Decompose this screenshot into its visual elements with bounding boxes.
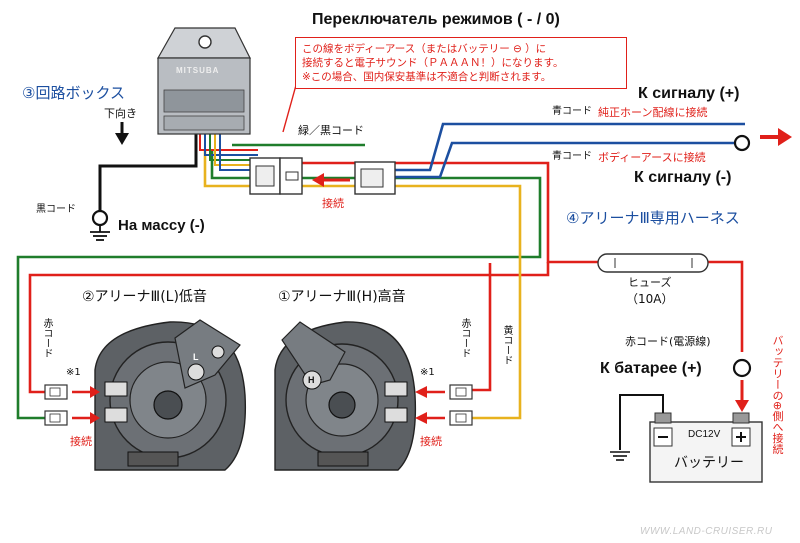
watermark: WWW.LAND-CRUISER.RU <box>640 526 773 537</box>
blue-cord-label-2: 青コード <box>552 151 592 162</box>
high-horn-terminal-top <box>449 384 473 400</box>
low-horn-note: ※1 <box>66 367 81 378</box>
battery <box>649 412 763 483</box>
low-horn <box>94 319 247 471</box>
low-horn-terminal-bottom <box>44 410 68 426</box>
body-earth-label: ボディーアースに接続 <box>598 151 706 164</box>
to-battery-label: К батарее (+) <box>600 360 702 377</box>
battery-name-label: バッテリー <box>674 455 744 471</box>
high-horn-label: ①アリーナⅢ(H)高音 <box>278 289 406 305</box>
low-horn-terminal-top <box>44 384 68 400</box>
harness-connector-female <box>249 157 303 195</box>
high-horn-connect-arrows <box>415 386 445 424</box>
blue-wire-signal-plus <box>395 122 745 172</box>
battery-arrow <box>735 380 749 412</box>
fuse-rating-label: （10A） <box>626 292 674 306</box>
black-cord-label: 黒コード <box>36 204 76 215</box>
fuse-label: ヒューズ <box>628 276 672 289</box>
fuse-holder <box>597 253 709 273</box>
high-horn-terminal-bottom <box>449 410 473 426</box>
signal-plus-label: К сигналу (+) <box>638 85 740 102</box>
output-arrow <box>760 128 792 146</box>
ground-eyelet <box>91 209 109 227</box>
green-wire <box>16 150 542 420</box>
connect-arrow <box>312 173 350 187</box>
battery-ground-icon <box>610 451 630 461</box>
red-wire-high-horn <box>472 263 492 392</box>
high-horn <box>274 321 417 471</box>
high-horn-red-cord-label: 赤コード <box>459 318 470 358</box>
battery-red-cord-label: 赤コード(電源線) <box>625 335 711 348</box>
note-line-3: ※この場合、国内保安基準は不適合と判断されます。 <box>302 71 552 83</box>
down-arrow-icon <box>115 122 129 145</box>
green-black-cord-label: 緑／黒コード <box>298 124 364 137</box>
low-horn-label: ②アリーナⅢ(L)低音 <box>82 289 207 305</box>
high-horn-connect-label: 接続 <box>420 435 442 448</box>
yellow-wire <box>203 150 522 420</box>
ground-label: На массу (-) <box>118 217 205 234</box>
low-horn-connect-arrows <box>72 386 100 424</box>
red-wire-main <box>260 161 600 264</box>
circuit-box <box>156 27 251 135</box>
blue-wire-signal-minus <box>395 141 735 179</box>
note-line-1: この線をボディーアース（またはバッテリー ⊖ ）に <box>302 43 547 55</box>
battery-ground-wire <box>619 394 664 450</box>
brand-label: MITSUBA <box>176 66 220 75</box>
black-ground-wire <box>98 132 198 212</box>
harness-label: ④アリーナⅢ専用ハーネス <box>566 209 740 227</box>
battery-terminal-eyelet <box>732 358 752 378</box>
signal-plus-terminal <box>733 134 751 152</box>
battery-dc-label: DC12V <box>688 429 721 440</box>
red-wire-low-horn <box>28 262 550 394</box>
low-horn-mark: L <box>193 352 199 362</box>
circuit-box-label: ③回路ボックス <box>22 84 125 102</box>
ground-icon <box>90 225 110 241</box>
direction-label: 下向き <box>104 107 137 120</box>
harness-connect-label: 接続 <box>322 197 344 210</box>
blue-cord-label-1: 青コード <box>552 106 592 117</box>
mode-switch-title: Переключатель режимов ( - / 0) <box>312 11 560 28</box>
high-horn-yellow-cord-label: 黄コード <box>501 325 512 365</box>
mode-switch-note: この線をボディーアース（またはバッテリー ⊖ ）に 接続すると電子サウンド（ＰＡ… <box>295 37 627 89</box>
harness-connector-male <box>354 161 396 195</box>
red-wire-fuse-battery <box>705 260 744 352</box>
note-line-2: 接続すると電子サウンド（ＰＡＡＡＮ！）になります。 <box>302 57 564 69</box>
high-horn-mark: H <box>308 375 315 385</box>
signal-minus-label: К сигналу (-) <box>634 169 732 186</box>
low-horn-connect-label: 接続 <box>70 435 92 448</box>
horn-wiring-label: 純正ホーン配線に接続 <box>598 106 708 119</box>
low-horn-red-cord-label: 赤コード <box>41 318 52 358</box>
wire-bundle <box>199 132 258 171</box>
battery-side-note: バッテリーの⊕側へ接続 <box>771 335 784 455</box>
high-horn-note: ※1 <box>420 367 435 378</box>
